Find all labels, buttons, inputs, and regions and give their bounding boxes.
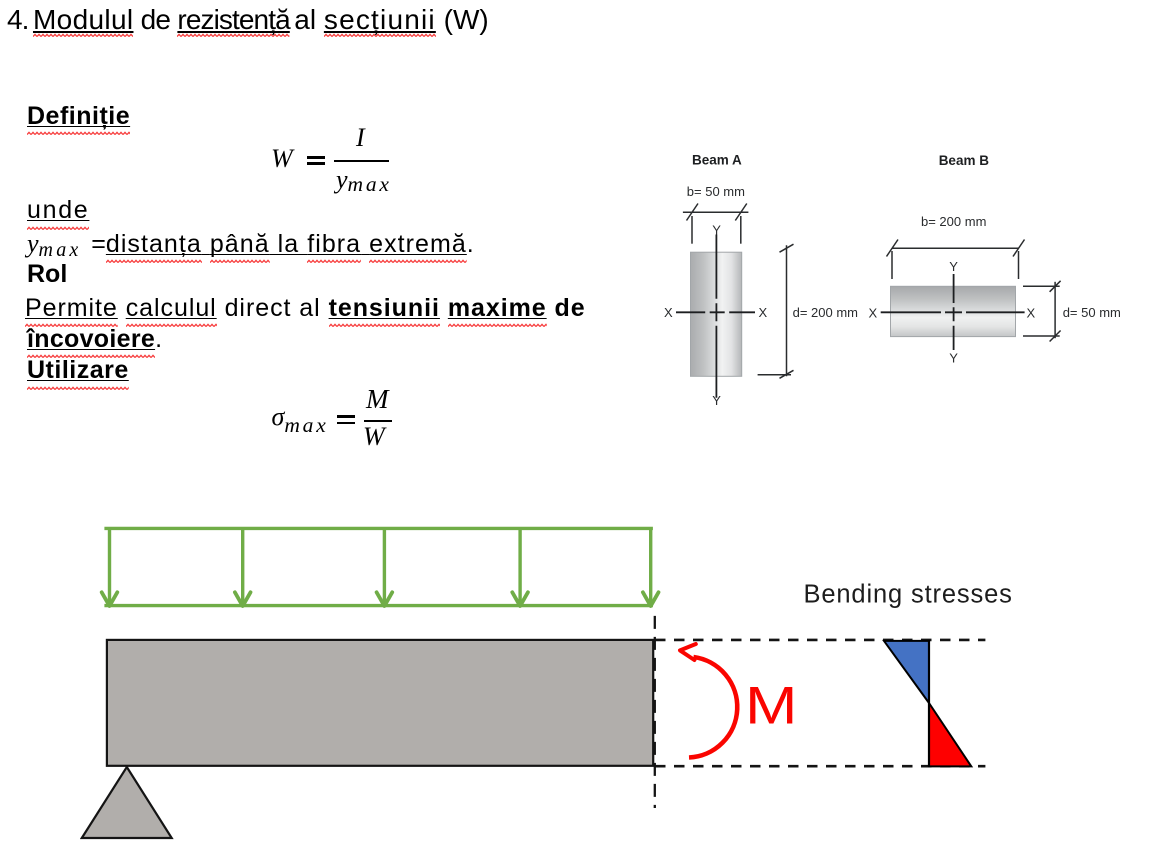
svg-text:Beam B: Beam B (939, 153, 990, 168)
svg-text:d= 200 mm: d= 200 mm (793, 305, 858, 320)
svg-text:b= 50 mm: b= 50 mm (687, 184, 745, 199)
svg-text:M: M (745, 677, 797, 735)
svg-text:Y: Y (712, 223, 721, 238)
svg-text:Y: Y (949, 259, 958, 274)
svg-text:Beam A: Beam A (692, 152, 742, 167)
svg-text:X: X (1027, 306, 1036, 321)
svg-text:X: X (759, 305, 768, 320)
svg-text:X: X (664, 305, 673, 320)
svg-text:Bending stresses: Bending stresses (804, 581, 1013, 609)
svg-text:Y: Y (712, 393, 721, 408)
svg-text:b= 200 mm: b= 200 mm (921, 214, 986, 229)
svg-text:X: X (869, 306, 878, 321)
svg-text:d= 50 mm: d= 50 mm (1063, 305, 1121, 320)
svg-text:Y: Y (949, 351, 958, 366)
